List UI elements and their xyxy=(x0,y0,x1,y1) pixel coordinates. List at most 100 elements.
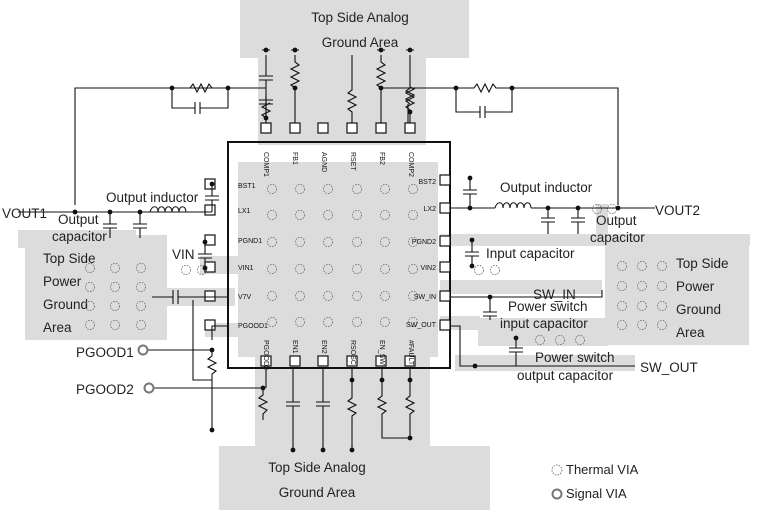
pad-top-fb2 xyxy=(375,122,387,134)
thermal-via-grid xyxy=(351,263,363,275)
thermal-via-connection xyxy=(591,203,603,215)
thermal-via-grid xyxy=(294,290,306,302)
top-analog-area-line2: Ground Area xyxy=(322,35,399,50)
thermal-via-left-area xyxy=(84,300,96,312)
pad-bottom-en2 xyxy=(317,355,329,367)
thermal-via-right-area xyxy=(534,334,546,346)
left-power-area-line2: Power xyxy=(43,274,82,289)
pin-labels-top: COMP1 FB1 AGND RSET FB2 COMP2 xyxy=(262,152,414,177)
pin-label-en1: EN1 xyxy=(291,340,298,354)
pgood1-label: PGOOD1 xyxy=(76,345,134,360)
signal-via-legend-icon xyxy=(551,488,563,500)
pin-label-bst2: BST2 xyxy=(418,179,436,186)
pgood1-signal-via xyxy=(137,344,149,356)
thermal-via-grid xyxy=(407,316,419,328)
thermal-via-left-area xyxy=(84,319,96,331)
thermal-via-grid xyxy=(379,236,391,248)
thermal-via-left-area xyxy=(135,281,147,293)
thermal-via-grid xyxy=(294,236,306,248)
thermal-via-right-area xyxy=(656,280,668,292)
pin-label-fb1: FB1 xyxy=(291,152,298,165)
thermal-via-grid xyxy=(407,183,419,195)
pin-label-rset: RSET xyxy=(349,152,356,171)
thermal-via-right-area xyxy=(616,300,628,312)
thermal-via-right-area xyxy=(636,260,648,272)
thermal-via-grid xyxy=(322,183,334,195)
thermal-via-right-area xyxy=(656,260,668,272)
schematic-wiring xyxy=(18,47,655,453)
thermal-via-grid xyxy=(407,209,419,221)
thermal-via-grid xyxy=(351,290,363,302)
thermal-via-right-area xyxy=(616,280,628,292)
thermal-via-grid xyxy=(407,236,419,248)
thermal-via-grid xyxy=(379,209,391,221)
pin-label-comp1: COMP1 xyxy=(262,152,269,177)
power-switch-output-cap-line2: output capacitor xyxy=(517,368,614,383)
thermal-via-left-area xyxy=(84,281,96,293)
thermal-via-grid xyxy=(379,290,391,302)
power-switch-input-cap-line2: input capacitor xyxy=(500,316,588,331)
thermal-via-grid xyxy=(379,183,391,195)
ic-pads xyxy=(204,122,451,367)
thermal-via-left-area xyxy=(109,300,121,312)
pad-left-lx1 xyxy=(204,204,216,216)
vout2-label: VOUT2 xyxy=(655,203,700,218)
thermal-via-grid xyxy=(294,263,306,275)
thermal-via-right-area xyxy=(636,280,648,292)
thermal-via-legend-icon xyxy=(551,464,563,476)
pad-left-pgood1 xyxy=(204,319,216,331)
pin-label-vin1: VIN1 xyxy=(238,265,254,272)
sw-in-label: SW_IN xyxy=(533,287,576,302)
thermal-via-grid xyxy=(266,209,278,221)
pin-label-comp2: COMP2 xyxy=(407,152,414,177)
pad-top-comp1 xyxy=(260,122,272,134)
pin-label-sw-out: SW_OUT xyxy=(406,322,437,329)
thermal-via-grid xyxy=(351,316,363,328)
thermal-via-right-area xyxy=(554,334,566,346)
pad-left-v7v xyxy=(204,290,216,302)
output-capacitor-left-line2: capacitor xyxy=(52,229,107,244)
thermal-via-grid xyxy=(407,263,419,275)
pin-label-pgood1: PGOOD1 xyxy=(238,323,268,330)
sw-out-label: SW_OUT xyxy=(640,360,698,375)
pad-bottom-fault xyxy=(404,355,416,367)
pin-label-pgnd2: PGND2 xyxy=(412,239,436,246)
pin-labels-right: BST2 LX2 PGND2 VIN2 SW_IN SW_OUT xyxy=(406,179,437,329)
left-power-area-line1: Top Side xyxy=(43,251,96,266)
thermal-via-left-area xyxy=(109,262,121,274)
pin-label-lx2: LX2 xyxy=(424,206,437,213)
pad-top-fb1 xyxy=(289,122,301,134)
pin-label-en-sw: EN_SW xyxy=(378,340,385,365)
thermal-via-grid xyxy=(322,209,334,221)
pin-label-rsosc: RSOSC xyxy=(349,340,356,365)
thermal-via-grid xyxy=(351,209,363,221)
pin-label-fb2: FB2 xyxy=(378,152,385,165)
output-inductor-left-label: Output inductor xyxy=(106,190,199,205)
pad-top-rset xyxy=(346,122,358,134)
output-capacitor-right-line1: Output xyxy=(596,213,637,228)
thermal-via-left-area xyxy=(135,319,147,331)
thermal-via-right-area xyxy=(636,319,648,331)
thermal-via-right-area xyxy=(616,319,628,331)
pad-right-pgnd2 xyxy=(439,235,451,247)
legend: Thermal VIA Signal VIA xyxy=(551,462,639,501)
pin-label-sw-in: SW_IN xyxy=(414,294,436,301)
pin-label-pgood2: PGOOD2 xyxy=(262,340,269,370)
pin-label-fault: #FAULT xyxy=(407,340,414,366)
thermal-via-right-area xyxy=(656,319,668,331)
output-capacitor-right-line2: capacitor xyxy=(590,230,645,245)
thermal-via-left-area xyxy=(109,319,121,331)
pad-bottom-rsosc xyxy=(346,355,358,367)
right-power-area-line4: Area xyxy=(676,325,705,340)
pin-label-lx1: LX1 xyxy=(238,208,251,215)
thermal-via-grid xyxy=(322,290,334,302)
pad-top-comp2 xyxy=(404,122,416,134)
left-power-area-line3: Ground xyxy=(43,297,88,312)
thermal-via-grid xyxy=(266,316,278,328)
bottom-analog-area-line1: Top Side Analog xyxy=(268,460,366,475)
thermal-via-grid xyxy=(294,209,306,221)
pad-right-vin2 xyxy=(439,261,451,273)
pin-label-pgnd1: PGND1 xyxy=(238,238,262,245)
thermal-via-grid xyxy=(322,263,334,275)
